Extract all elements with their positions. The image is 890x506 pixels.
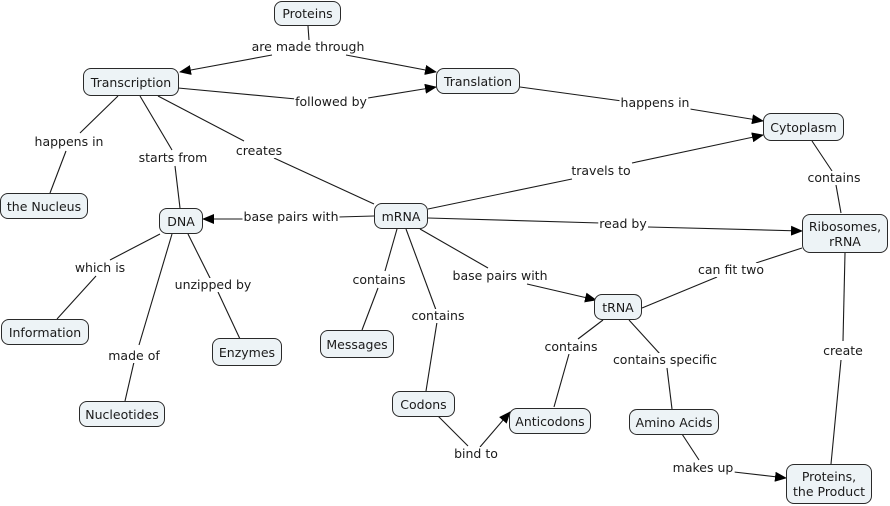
edge-arrow: [179, 54, 273, 75]
link-which-is: which is: [73, 260, 127, 275]
node-mrna[interactable]: mRNA: [374, 203, 428, 229]
node-trna[interactable]: tRNA: [594, 294, 642, 320]
edge: [681, 433, 700, 461]
link-are-made-through: are made through: [250, 39, 366, 54]
edge-arrow: [479, 411, 511, 448]
link-contains-codons: contains: [410, 308, 466, 323]
edge: [519, 86, 623, 102]
node-translation[interactable]: Translation: [436, 68, 520, 94]
node-transcription[interactable]: Transcription: [83, 68, 179, 96]
node-messages[interactable]: Messages: [320, 330, 394, 358]
edge: [174, 165, 181, 209]
link-bind-to: bind to: [453, 446, 499, 461]
edge-arrow: [345, 54, 437, 75]
edge: [49, 150, 67, 194]
edge: [79, 95, 119, 134]
edge: [811, 140, 833, 172]
link-travels-to: travels to: [570, 163, 632, 178]
node-dna[interactable]: DNA: [159, 208, 203, 234]
edge: [124, 361, 135, 402]
link-made-of: made of: [107, 348, 161, 363]
node-ribosomes[interactable]: Ribosomes, rRNA: [802, 214, 888, 253]
edge: [842, 252, 846, 342]
link-starts-from: starts from: [137, 150, 209, 165]
link-create: create: [822, 343, 864, 358]
edge: [427, 178, 573, 210]
edge: [56, 275, 97, 320]
edge-arrow: [689, 108, 764, 125]
edge-arrow: [631, 132, 764, 164]
edge: [427, 217, 601, 224]
link-makes-up: makes up: [671, 460, 735, 475]
edge: [641, 276, 718, 309]
node-enzymes[interactable]: Enzymes: [212, 338, 282, 366]
node-amino-acids[interactable]: Amino Acids: [629, 409, 719, 435]
edge: [577, 319, 604, 340]
link-contains-messages: contains: [351, 272, 407, 287]
link-happens-in-translation: happens in: [619, 95, 691, 110]
edge: [405, 228, 437, 311]
link-base-pairs-with-trna: base pairs with: [451, 268, 549, 283]
edge: [139, 95, 173, 151]
edge: [830, 359, 842, 465]
node-the-nucleus[interactable]: the Nucleus: [0, 193, 88, 219]
link-contains-ribosomes: contains: [806, 170, 862, 185]
edge: [337, 215, 375, 218]
edge-arrow: [526, 283, 597, 303]
edge: [361, 287, 379, 331]
node-anticodons[interactable]: Anticodons: [509, 408, 591, 434]
edge-arrow: [367, 83, 437, 99]
edge-arrow: [647, 225, 803, 236]
node-proteins-the-product[interactable]: Proteins, the Product: [786, 464, 872, 504]
edge: [177, 87, 297, 100]
link-unzipped-by: unzipped by: [173, 277, 253, 292]
node-codons[interactable]: Codons: [392, 391, 455, 417]
edge: [437, 415, 469, 447]
edge: [187, 233, 212, 281]
edge: [217, 291, 241, 340]
edge: [553, 353, 570, 408]
link-read-by: read by: [598, 216, 648, 231]
edge: [419, 228, 489, 269]
edge: [138, 233, 173, 346]
link-can-fit-two: can fit two: [697, 262, 765, 277]
link-base-pairs-with-dna: base pairs with: [242, 209, 340, 224]
edge: [835, 184, 842, 214]
link-contains-specific: contains specific: [611, 352, 719, 367]
edge-arrow: [733, 471, 787, 482]
link-contains-anticodons: contains: [543, 339, 599, 354]
edge: [109, 233, 161, 261]
edge: [307, 25, 310, 41]
link-happens-in-transcription: happens in: [33, 134, 105, 149]
edge: [384, 228, 398, 272]
edge: [273, 157, 375, 205]
node-proteins[interactable]: Proteins: [274, 1, 341, 26]
edge: [628, 319, 661, 355]
link-followed-by: followed by: [294, 94, 368, 109]
edge: [755, 247, 803, 264]
edge: [425, 321, 438, 392]
link-creates: creates: [234, 143, 284, 158]
edge: [666, 367, 673, 410]
edge: [157, 95, 245, 142]
node-cytoplasm[interactable]: Cytoplasm: [763, 113, 844, 141]
node-nucleotides[interactable]: Nucleotides: [79, 401, 165, 427]
node-information[interactable]: Information: [1, 319, 89, 345]
